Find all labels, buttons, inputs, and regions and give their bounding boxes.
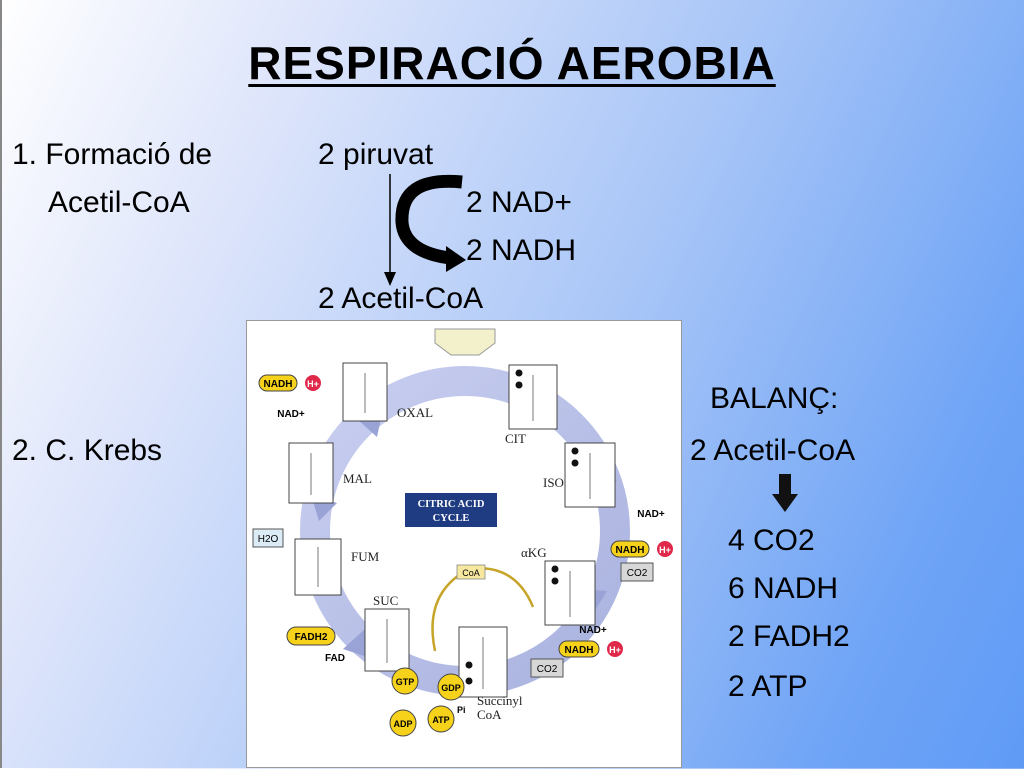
h2o-label: H2O [258,534,279,545]
nadh-pill-3 [558,640,600,658]
reaction-arrow-icon [384,174,466,286]
balance-output-co2: 4 CO2 [728,524,815,557]
cycle-title-line1: CITRIC ACID [418,499,485,510]
reaction-cofactor-in: 2 NAD+ [466,186,572,219]
balance-arrow-icon [772,474,798,512]
label-oxal: OXAL [397,405,433,420]
nadh-pill-1 [258,374,298,392]
balance-output-nadh: 6 NADH [728,572,839,605]
nad-label-3: NAD+ [579,625,607,636]
coa-label: CoA [462,568,480,578]
hplus-circle-3 [607,641,623,657]
label-fum: FUM [351,549,380,564]
cycle-title-line2: CYCLE [433,513,470,524]
fad-label: FAD [325,653,345,664]
gdp-circle [437,673,465,701]
hplus-label-1: H+ [307,379,319,389]
co2-label-2: CO2 [537,664,558,675]
section1-label-line1: 1. Formació de [12,138,213,171]
fadh2-pill [286,626,336,646]
molecule-structure-lines [310,373,591,689]
co2-box-2 [530,658,564,678]
atp-circle [427,705,455,733]
label-cit: CIT [505,431,526,446]
section1-label-line2: Acetil-CoA [48,186,190,219]
nad-label-2: NAD+ [637,509,665,520]
hplus-circle-2 [657,541,673,557]
atp-label: ATP [432,715,449,725]
label-iso: ISO [543,475,564,490]
nad-label-1: NAD+ [277,409,305,420]
balance-output-atp: 2 ATP [728,670,808,703]
nadh-label-1: NADH [264,379,293,390]
reaction-cofactor-out: 2 NADH [466,234,577,267]
acetyl-entry-arrow-icon [434,328,496,356]
coa-box [456,564,486,580]
balance-title: BALANÇ: [710,382,839,415]
gtp-label: GTP [396,677,415,687]
nadh-pill-2 [610,540,650,558]
adp-label: ADP [393,719,412,729]
label-suc: SUC [373,593,398,608]
reaction-product: 2 Acetil-CoA [318,282,484,315]
cycle-diagram: OXAL CIT ISO αKG Succinyl CoA SUC FUM MA… [252,328,673,737]
balance-output-fadh2: 2 FADH2 [728,620,850,653]
label-succinyl: Succinyl [477,693,523,708]
label-akg: αKG [521,545,547,560]
nadh-label-3: NADH [565,645,594,656]
slide-left-border [0,0,2,768]
gdp-label: GDP [441,683,461,693]
co2-label-1: CO2 [627,568,648,579]
hplus-label-3: H+ [609,645,621,655]
slide-title: RESPIRACIÓ AEROBIA [248,37,776,89]
label-mal: MAL [343,471,372,486]
carbon-dots [465,369,579,685]
citric-acid-cycle-figure: OXAL CIT ISO αKG Succinyl CoA SUC FUM MA… [246,320,682,768]
section2-label: 2. C. Krebs [12,434,163,467]
pi-label: Pi [457,705,466,715]
label-succinyl-coa: CoA [477,707,502,722]
nadh-label-2: NADH [616,545,645,556]
hplus-circle-1 [305,375,321,391]
adp-circle [389,709,417,737]
hplus-label-2: H+ [659,545,671,555]
co2-box-1 [620,562,654,582]
balance-input: 2 Acetil-CoA [690,434,856,467]
fadh2-label: FADH2 [295,632,328,643]
cycle-title-box [405,493,497,527]
h2o-box [252,528,284,548]
gtp-circle [391,667,419,695]
reaction-substrate: 2 piruvat [318,138,434,171]
